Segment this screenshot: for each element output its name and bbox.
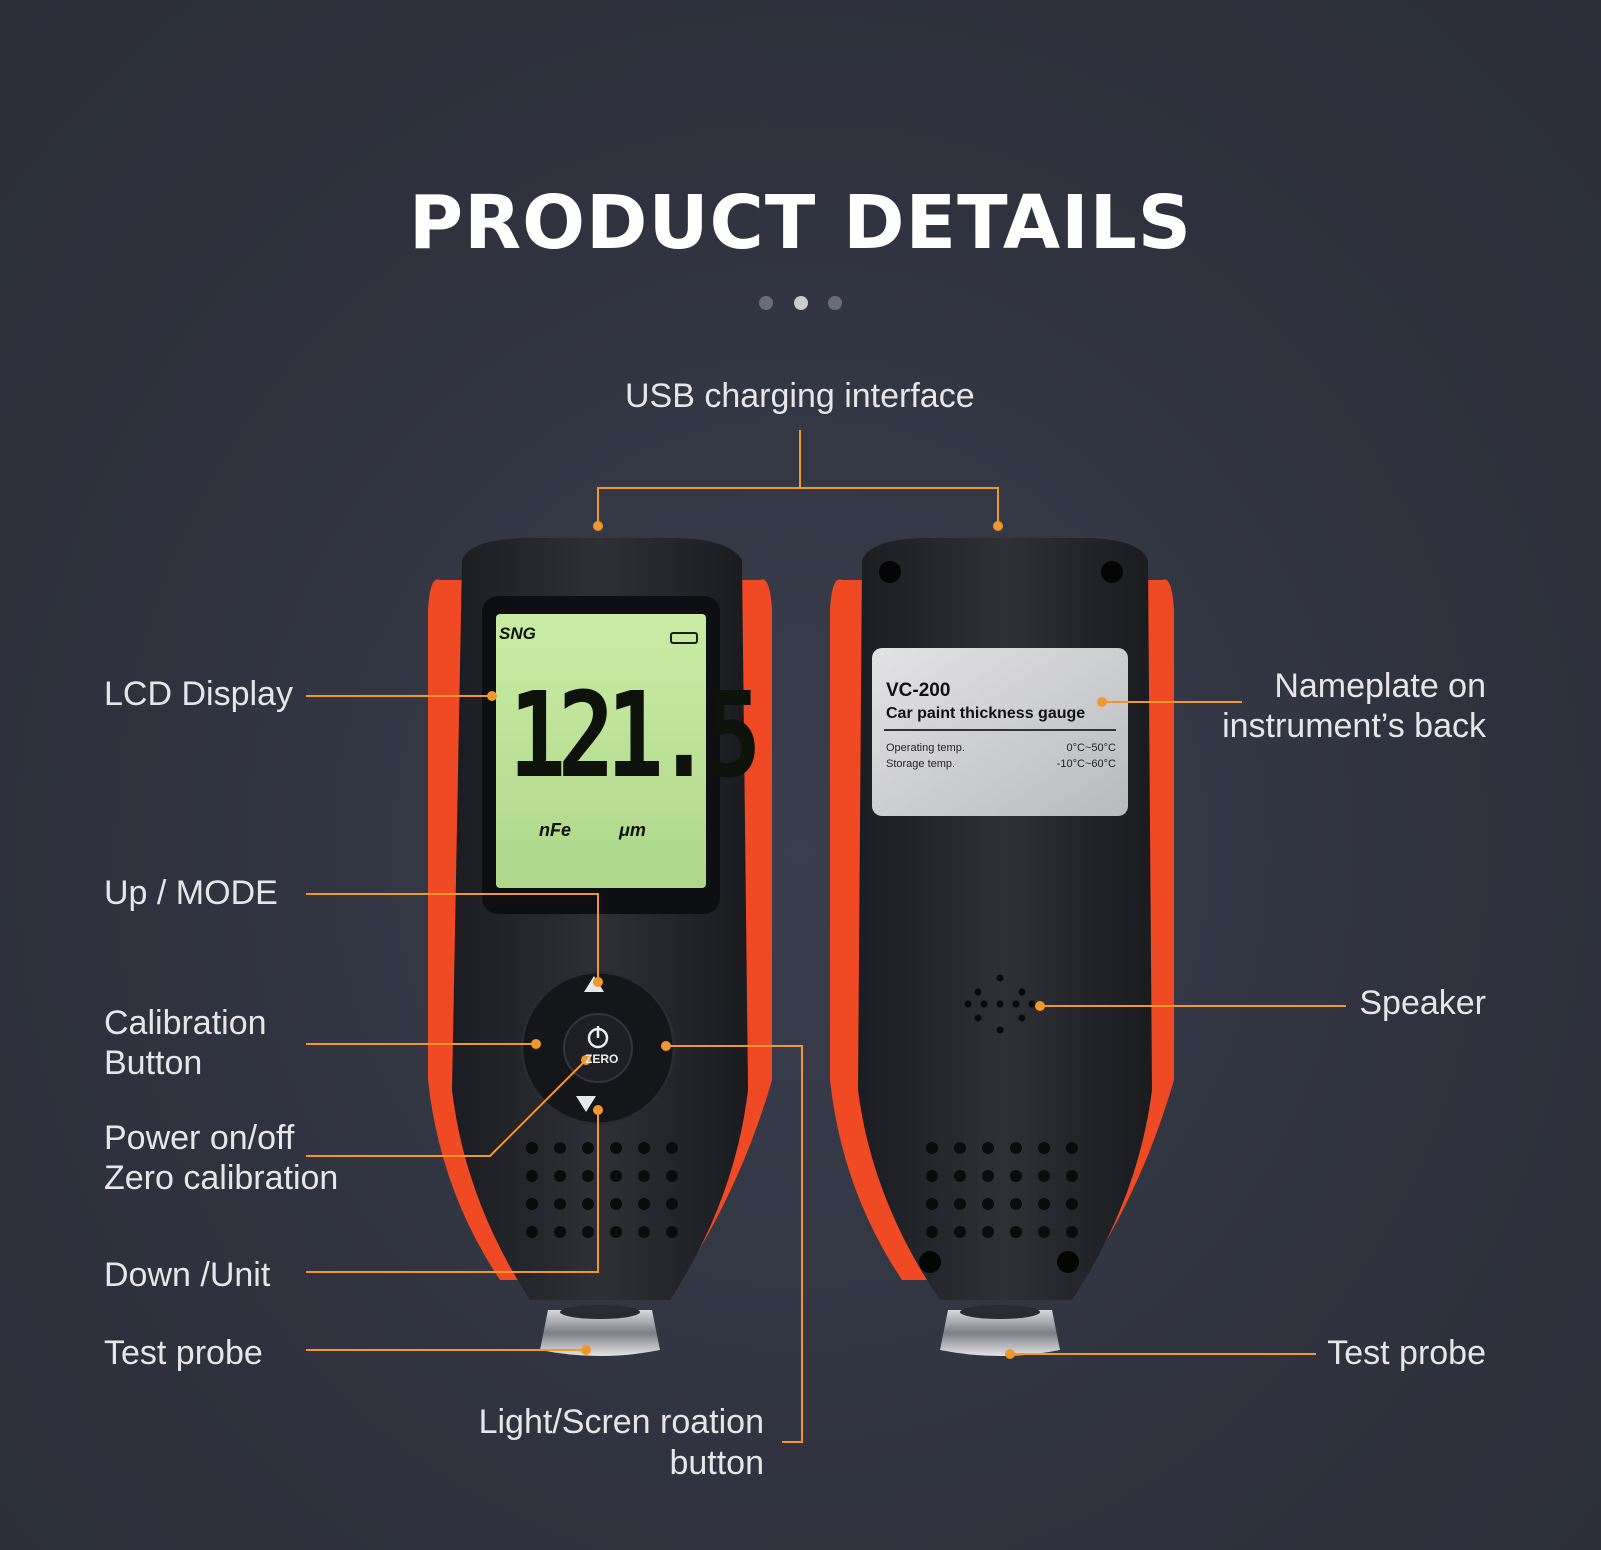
carousel-dot[interactable]: [759, 296, 774, 310]
device-front: [428, 538, 772, 1356]
lcd-mode: SNG: [499, 624, 536, 643]
screw-top-left: [879, 561, 901, 583]
label-speaker: Speaker: [1359, 984, 1486, 1022]
speaker-grille-front: [526, 1142, 678, 1238]
carousel-dot-active[interactable]: [793, 296, 808, 310]
page-title: PRODUCT DETAILS: [408, 180, 1193, 266]
lcd-substrate: nFe: [539, 820, 572, 840]
label-nameplate-line2: instrument’s back: [1222, 707, 1486, 745]
screw-bottom-right: [1057, 1251, 1079, 1273]
operating-temp-label: Operating temp.: [886, 742, 965, 754]
label-nameplate-line1: Nameplate on: [1274, 667, 1486, 705]
nameplate-description: Car paint thickness gauge: [886, 705, 1086, 722]
lcd-unit: μm: [619, 820, 646, 840]
nameplate-model: VC-200: [886, 680, 951, 701]
battery-icon: [670, 632, 698, 644]
speaker-grille-back: [926, 1142, 1078, 1238]
up-mode-callout-line: [306, 893, 599, 982]
label-power-line2: Zero calibration: [104, 1159, 339, 1197]
nameplate-text: VC-200 Car paint thickness gauge Operati…: [878, 652, 1124, 814]
label-light-line2: button: [669, 1444, 764, 1482]
screw-bottom-left: [919, 1251, 941, 1273]
carousel-dot[interactable]: [827, 296, 842, 310]
speaker-holes: [964, 974, 1036, 1034]
lcd-reading: 121.5: [509, 666, 761, 804]
lcd-readout: SNG 121.5 nFe μm: [497, 617, 761, 883]
callout-dots: [487, 521, 1107, 1359]
operating-temp-value: 0°C~50°C: [1066, 742, 1116, 754]
label-usb-charging: USB charging interface: [625, 377, 975, 415]
usb-callout-line: [597, 430, 801, 526]
power-callout-line: [306, 1059, 587, 1157]
label-calibration-line2: Button: [104, 1044, 203, 1082]
test-probe-front: [540, 1310, 660, 1356]
storage-temp-label: Storage temp.: [886, 758, 956, 770]
label-calibration-line1: Calibration: [104, 1004, 267, 1042]
label-down-unit: Down /Unit: [104, 1256, 271, 1294]
down-arrow-icon: [576, 1096, 596, 1112]
label-test-probe-left: Test probe: [104, 1334, 263, 1372]
device-back: [830, 538, 1174, 1356]
zero-button-label: ZERO: [585, 1052, 619, 1066]
callout-lines: [306, 430, 1346, 1443]
nameplate: [872, 648, 1128, 816]
carousel-indicator: [0, 296, 1601, 315]
nameplate-operating-row: Operating temp. 0°C~50°C: [886, 742, 1116, 754]
storage-temp-value: -10°C~60°C: [1056, 758, 1116, 770]
label-up-mode: Up / MODE: [104, 874, 278, 912]
label-test-probe-right: Test probe: [1327, 1334, 1486, 1372]
label-lcd-display: LCD Display: [104, 675, 293, 713]
lcd-screen: [496, 614, 706, 888]
label-light-line1: Light/Scren roation: [478, 1403, 764, 1441]
test-probe-back: [940, 1310, 1060, 1356]
nameplate-storage-row: Storage temp. -10°C~60°C: [886, 758, 1116, 770]
down-unit-callout-line: [306, 1110, 599, 1273]
screw-top-right: [1101, 561, 1123, 583]
label-power-line1: Power on/off: [104, 1119, 295, 1157]
light-callout-line: [666, 1045, 803, 1443]
